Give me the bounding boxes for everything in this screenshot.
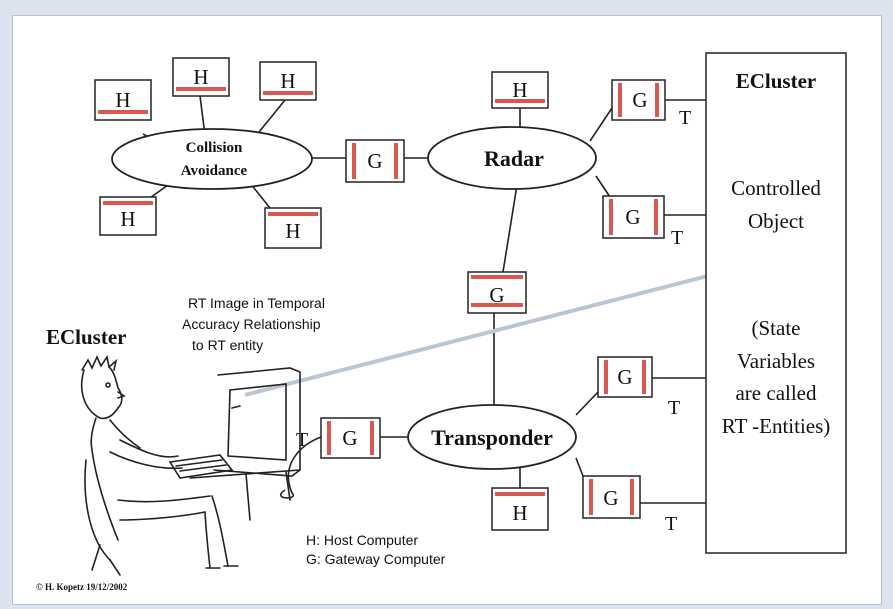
terminal-label: T	[665, 513, 677, 535]
svg-text:G: G	[342, 426, 357, 450]
host-computer-box: H	[492, 72, 548, 108]
svg-text:G: G	[617, 365, 632, 389]
ecluster-right-label: ECluster	[736, 69, 817, 93]
state-variables-label: RT -Entities)	[722, 414, 831, 438]
gateway-computer-box: G	[321, 418, 380, 458]
gateway-computer-box: G	[598, 357, 652, 397]
svg-text:G: G	[625, 205, 640, 229]
svg-text:H: H	[120, 207, 135, 231]
rt-image-caption: to RT entity	[192, 337, 263, 353]
gateway-computer-box: G	[612, 80, 665, 120]
legend-host: H: Host Computer	[306, 532, 418, 548]
svg-text:H: H	[115, 88, 130, 112]
host-computer-box: H	[265, 208, 321, 248]
copyright-notice: © H. Kopetz 19/12/2002	[36, 582, 128, 592]
gateway-computer-box: G	[583, 476, 640, 518]
host-computer-box: H	[100, 197, 156, 235]
transponder-label: Transponder	[431, 425, 553, 450]
ecluster-controlled-object-box	[706, 53, 846, 553]
state-variables-label: are called	[735, 381, 817, 405]
host-computer-box: H	[492, 488, 548, 530]
svg-text:G: G	[489, 283, 504, 307]
ecluster-left-label: ECluster	[46, 325, 127, 349]
controlled-object-label: Controlled	[731, 176, 821, 200]
svg-text:H: H	[512, 501, 527, 525]
gateway-computer-box: G	[468, 272, 526, 313]
gateway-computer-box: G	[603, 196, 664, 238]
svg-text:H: H	[193, 65, 208, 89]
controlled-object-label: Object	[748, 209, 804, 233]
svg-text:H: H	[285, 219, 300, 243]
host-computer-box: H	[95, 80, 151, 120]
svg-text:G: G	[603, 486, 618, 510]
host-computer-box: H	[173, 58, 229, 96]
state-variables-label: Variables	[737, 349, 815, 373]
svg-text:G: G	[632, 88, 647, 112]
gateway-computer-box: G	[346, 140, 404, 182]
legend-gateway: G: Gateway Computer	[306, 551, 446, 567]
svg-text:H: H	[280, 69, 295, 93]
terminal-label: T	[679, 107, 691, 129]
rt-image-caption: Accuracy Relationship	[182, 316, 321, 332]
collision-avoidance-label: Collision	[186, 140, 243, 156]
terminal-label: T	[671, 227, 683, 249]
rt-image-caption: RT Image in Temporal	[188, 295, 325, 311]
radar-label: Radar	[484, 146, 544, 171]
collision-avoidance-label: Avoidance	[181, 163, 248, 179]
terminal-label: T	[296, 429, 308, 451]
state-variables-label: (State	[752, 316, 801, 340]
svg-text:H: H	[512, 78, 527, 102]
svg-text:G: G	[367, 149, 382, 173]
terminal-label: T	[668, 397, 680, 419]
host-computer-box: H	[260, 62, 316, 100]
collision-avoidance-node	[112, 129, 312, 189]
